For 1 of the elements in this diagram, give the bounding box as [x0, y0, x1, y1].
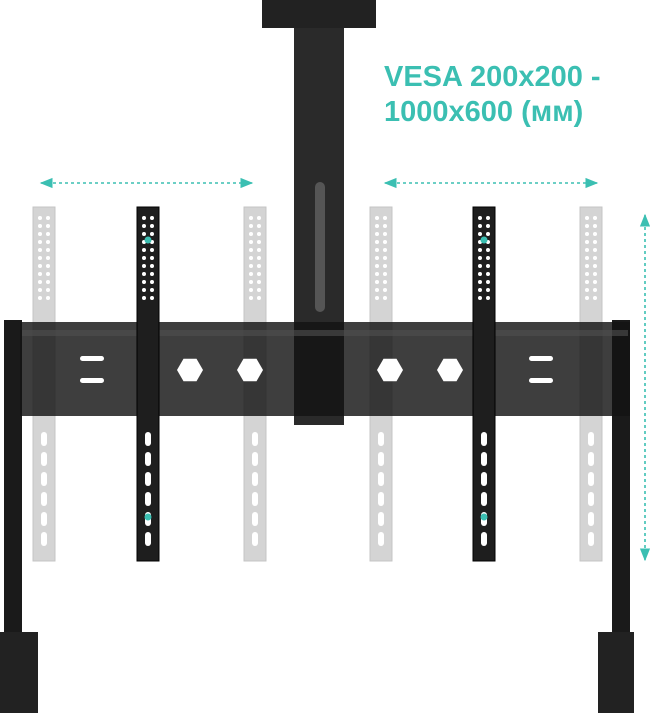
vesa-size-label: VESA 200x200 - 1000x600 (мм) [384, 60, 602, 130]
